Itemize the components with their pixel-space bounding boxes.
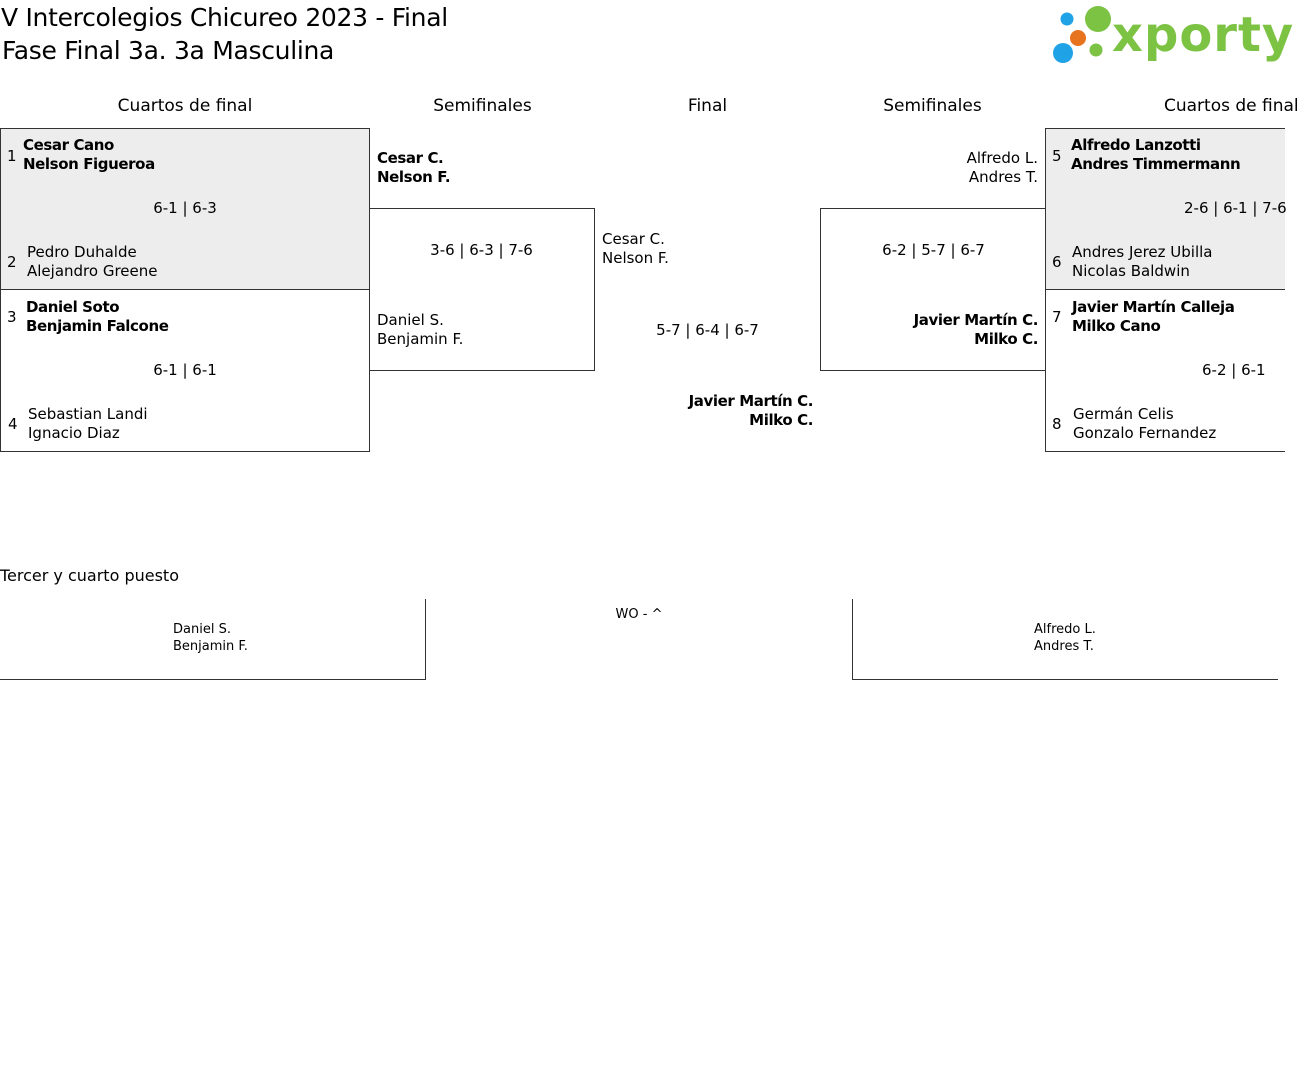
qf-match-1[interactable]: 1 Cesar Cano Nelson Figueroa 6-1 | 6-3 2…	[0, 128, 370, 290]
player-name: Gonzalo Fernandez	[1073, 424, 1217, 442]
seed-number: 3	[7, 308, 17, 326]
player-name: Daniel S.	[173, 622, 231, 637]
seed-number: 6	[1052, 253, 1062, 271]
match-score: 6-1 | 6-1	[153, 361, 217, 379]
match-score: 3-6 | 6-3 | 7-6	[430, 241, 533, 259]
seed-number: 7	[1052, 308, 1062, 326]
logo-dots-icon	[1053, 6, 1111, 63]
round-header-sf-left: Semifinales	[433, 96, 532, 116]
seed-number: 4	[8, 415, 18, 433]
player-name: Milko Cano	[1072, 317, 1161, 335]
final-team-a[interactable]: Cesar C. Nelson F.	[602, 230, 669, 268]
third-place-right-bracket: Alfredo L. Andres T.	[852, 599, 1278, 680]
logo-text: xporty	[1112, 7, 1295, 63]
player-name: Benjamin F.	[377, 330, 464, 348]
third-place-team-b[interactable]: Alfredo L. Andres T.	[1034, 621, 1096, 655]
final-score: 5-7 | 6-4 | 6-7	[656, 321, 759, 339]
round-header-qf-right: Cuartos de final	[1164, 96, 1299, 116]
player-name: Alfredo Lanzotti	[1071, 136, 1201, 154]
third-place-team-a[interactable]: Daniel S. Benjamin F.	[173, 621, 248, 655]
sf-right-team-a[interactable]: Alfredo L. Andres T.	[880, 149, 1038, 187]
seed-number: 1	[7, 147, 17, 165]
sf-right-bracket: 6-2 | 5-7 | 6-7	[820, 208, 1046, 371]
player-name: Cesar Cano	[23, 136, 114, 154]
player-name: Ignacio Diaz	[28, 424, 120, 442]
match-score: 6-2 | 6-1	[1202, 361, 1266, 379]
xporty-logo: xporty	[1050, 4, 1293, 68]
player-name: Nicolas Baldwin	[1072, 262, 1190, 280]
sf-left-team-b[interactable]: Daniel S. Benjamin F.	[377, 311, 463, 349]
match-score: 6-2 | 5-7 | 6-7	[882, 241, 985, 259]
seed-number: 5	[1052, 147, 1062, 165]
seed-number: 8	[1052, 415, 1062, 433]
player-name: Nelson Figueroa	[23, 155, 155, 173]
player-name: Alfredo L.	[1034, 622, 1096, 637]
player-name: Milko C.	[974, 330, 1038, 348]
team-loser[interactable]: Germán Celis Gonzalo Fernandez	[1073, 405, 1216, 443]
team-loser[interactable]: Andres Jerez Ubilla Nicolas Baldwin	[1072, 243, 1213, 281]
player-name: Nelson F.	[602, 249, 669, 267]
qf-match-4[interactable]: 7 Javier Martín Calleja Milko Cano 6-2 |…	[1045, 289, 1285, 452]
third-place-score: WO - ^	[615, 607, 663, 622]
player-name: Milko C.	[749, 411, 813, 429]
player-name: Germán Celis	[1073, 405, 1174, 423]
match-score: 6-1 | 6-3	[153, 199, 217, 217]
player-name: Andres T.	[1034, 639, 1094, 654]
team-loser[interactable]: Pedro Duhalde Alejandro Greene	[27, 243, 157, 281]
player-name: Benjamin F.	[173, 639, 248, 654]
qf-match-2[interactable]: 3 Daniel Soto Benjamin Falcone 6-1 | 6-1…	[0, 289, 370, 452]
round-header-sf-right: Semifinales	[883, 96, 982, 116]
player-name: Pedro Duhalde	[27, 243, 137, 261]
player-name: Cesar C.	[377, 149, 444, 167]
third-place-title: Tercer y cuarto puesto	[0, 566, 179, 585]
round-header-final: Final	[687, 96, 728, 116]
final-team-b-winner[interactable]: Javier Martín C. Milko C.	[660, 392, 814, 430]
player-name: Javier Martín C.	[913, 311, 1039, 329]
page-title: V Intercolegios Chicureo 2023 - Final	[1, 3, 448, 32]
qf-match-3[interactable]: 5 Alfredo Lanzotti Andres Timmermann 2-6…	[1045, 128, 1287, 290]
sf-right-team-b[interactable]: Javier Martín C. Milko C.	[880, 311, 1039, 349]
team-winner[interactable]: Javier Martín Calleja Milko Cano	[1072, 298, 1235, 336]
team-winner[interactable]: Alfredo Lanzotti Andres Timmermann	[1071, 136, 1241, 174]
player-name: Daniel Soto	[26, 298, 120, 316]
player-name: Daniel S.	[377, 311, 444, 329]
player-name: Sebastian Landi	[28, 405, 148, 423]
sf-left-bracket: 3-6 | 6-3 | 7-6	[369, 208, 595, 371]
page-subtitle: Fase Final 3a. 3a Masculina	[2, 36, 335, 65]
player-name: Andres Jerez Ubilla	[1072, 243, 1213, 261]
round-header-qf-left: Cuartos de final	[117, 96, 253, 116]
third-place-left-bracket: Daniel S. Benjamin F.	[0, 599, 426, 680]
player-name: Alejandro Greene	[27, 262, 158, 280]
player-name: Andres T.	[968, 168, 1038, 186]
player-name: Cesar C.	[602, 230, 665, 248]
team-winner[interactable]: Cesar Cano Nelson Figueroa	[23, 136, 155, 174]
team-winner[interactable]: Daniel Soto Benjamin Falcone	[26, 298, 169, 336]
sf-left-team-a[interactable]: Cesar C. Nelson F.	[377, 149, 451, 187]
player-name: Javier Martín Calleja	[1072, 298, 1235, 316]
match-score: 2-6 | 6-1 | 7-6	[1184, 199, 1287, 217]
seed-number: 2	[7, 253, 17, 271]
player-name: Alfredo L.	[966, 149, 1038, 167]
player-name: Benjamin Falcone	[26, 317, 169, 335]
player-name: Nelson F.	[377, 168, 451, 186]
player-name: Andres Timmermann	[1071, 155, 1241, 173]
player-name: Javier Martín C.	[688, 392, 814, 410]
team-loser[interactable]: Sebastian Landi Ignacio Diaz	[28, 405, 148, 443]
